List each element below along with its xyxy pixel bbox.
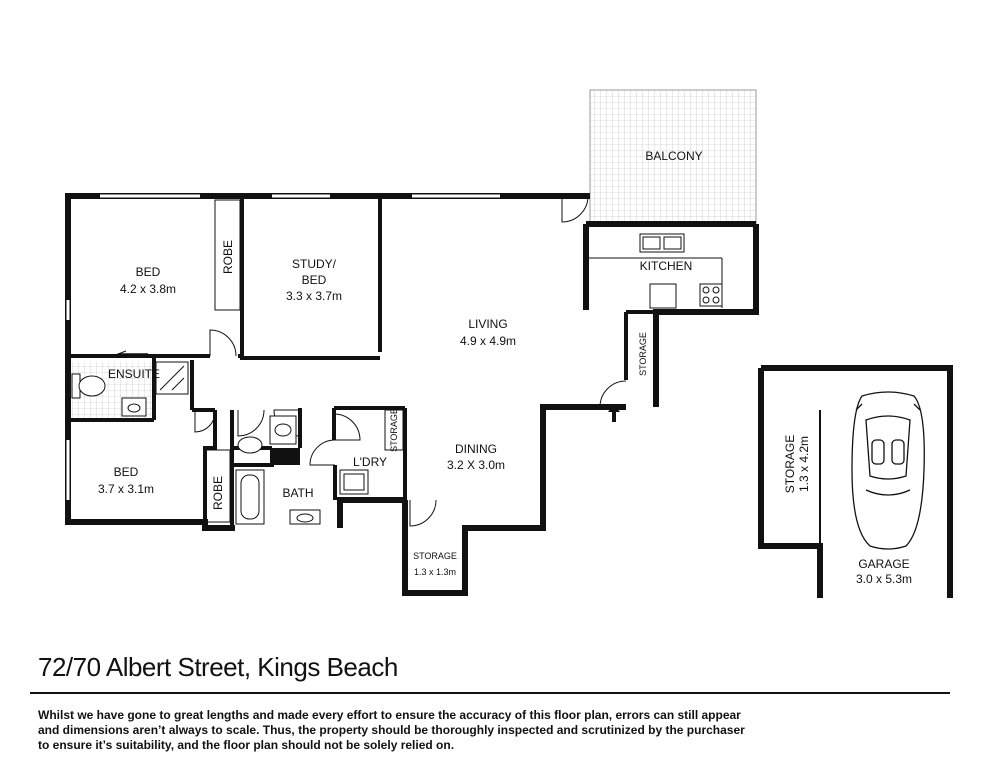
storage-laundry-label: STORAGE [389, 408, 399, 452]
robe2-label: ROBE [211, 476, 225, 510]
storage-hall-label: STORAGE [638, 332, 648, 376]
living-name: LIVING [468, 317, 507, 331]
bed2-size: 3.7 x 3.1m [98, 482, 154, 496]
dining-name: DINING [455, 442, 497, 456]
robe1-label: ROBE [221, 240, 235, 274]
windows [66, 194, 500, 500]
laundry-label: L'DRY [353, 455, 387, 469]
garage-name: GARAGE [858, 557, 909, 571]
dining-size: 3.2 X 3.0m [447, 458, 505, 472]
bed1-name: BED [136, 265, 161, 279]
doors [194, 195, 627, 527]
study-name-line1: STUDY/ [292, 257, 337, 271]
wall-block [272, 448, 300, 465]
disclaimer-line: and dimensions aren’t always to scale. T… [38, 723, 745, 737]
disclaimer-line: to ensure it’s suitability, and the floo… [38, 738, 455, 752]
bath-label: BATH [282, 486, 313, 500]
balcony-label: BALCONY [645, 149, 702, 163]
living-size: 4.9 x 4.9m [460, 334, 516, 348]
disclaimer-line: Whilst we have gone to great lengths and… [38, 708, 741, 722]
study-name-line2: BED [302, 273, 327, 287]
balcony [589, 89, 757, 225]
study-size: 3.3 x 3.7m [286, 289, 342, 303]
ensuite-fixtures [71, 350, 189, 417]
interior-walls [70, 198, 656, 525]
storage-small-size: 1.3 x 1.3m [414, 567, 456, 577]
bed1-size: 4.2 x 3.8m [120, 282, 176, 296]
kitchen-fixtures [587, 226, 723, 309]
garage-walls [758, 365, 953, 598]
garage-storage-name: STORAGE [783, 435, 797, 493]
garage-size: 3.0 x 5.3m [856, 572, 912, 586]
disclaimer: Whilst we have gone to great lengths and… [38, 708, 758, 753]
storage-small-name: STORAGE [413, 551, 457, 561]
divider [30, 692, 950, 694]
property-address: 72/70 Albert Street, Kings Beach [38, 652, 398, 682]
floor-plan: BALCONY KITCHEN BED 4.2 x 3.8m ROBE STUD… [65, 89, 953, 598]
bed2-name: BED [114, 465, 139, 479]
entry-arrow-icon [608, 404, 620, 422]
bath-fixtures [235, 415, 369, 525]
garage-storage-size: 1.3 x 4.2m [797, 436, 811, 492]
ensuite-label: ENSUITE [108, 367, 160, 381]
kitchen-label: KITCHEN [640, 259, 693, 273]
car-icon [851, 391, 925, 550]
